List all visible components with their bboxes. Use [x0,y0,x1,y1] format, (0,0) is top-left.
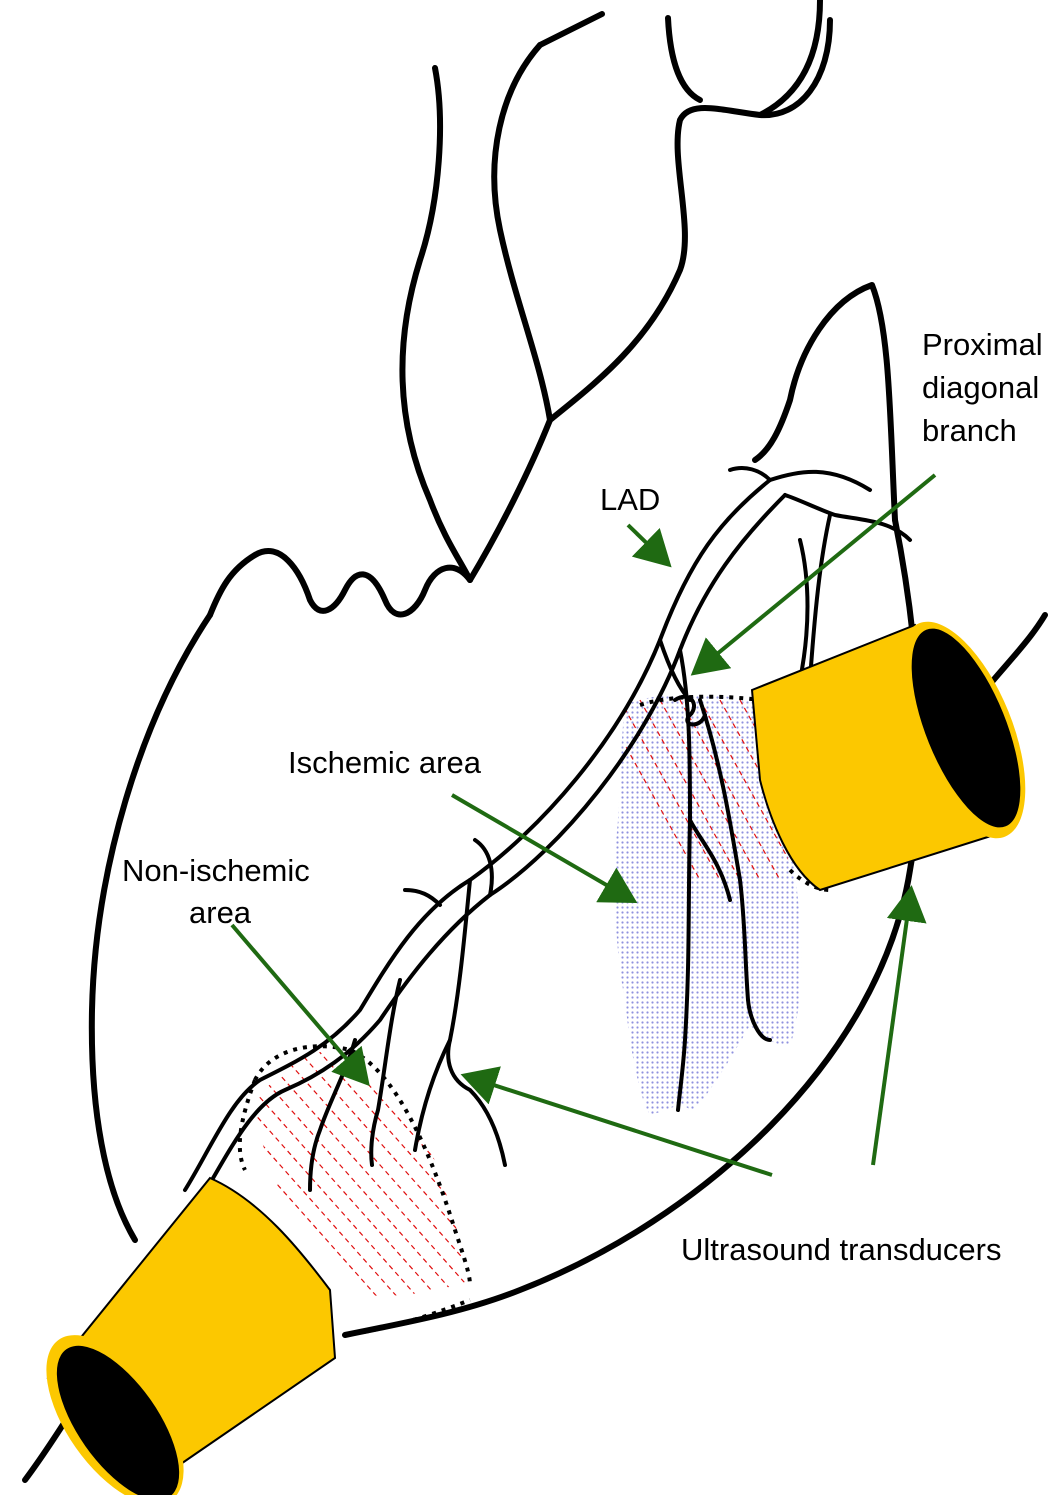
ultrasound-transducer-icon [752,605,1051,890]
arrow-icon [232,925,362,1077]
arrow-icon [628,525,663,559]
label-proximal-diagonal-3: branch [922,413,1017,449]
label-lad: LAD [600,482,660,518]
label-proximal-diagonal-1: Proximal [922,327,1043,363]
label-ischemic-area: Ischemic area [288,745,481,781]
label-non-ischemic-2: area [189,895,251,931]
arrow-icon [472,1078,772,1175]
label-non-ischemic-1: Non-ischemic [122,853,310,889]
arrow-icon [452,795,627,897]
ultrasound-transducer-icon [19,1178,335,1495]
label-proximal-diagonal-2: diagonal [922,370,1039,406]
label-ultrasound-transducers: Ultrasound transducers [681,1232,1002,1268]
